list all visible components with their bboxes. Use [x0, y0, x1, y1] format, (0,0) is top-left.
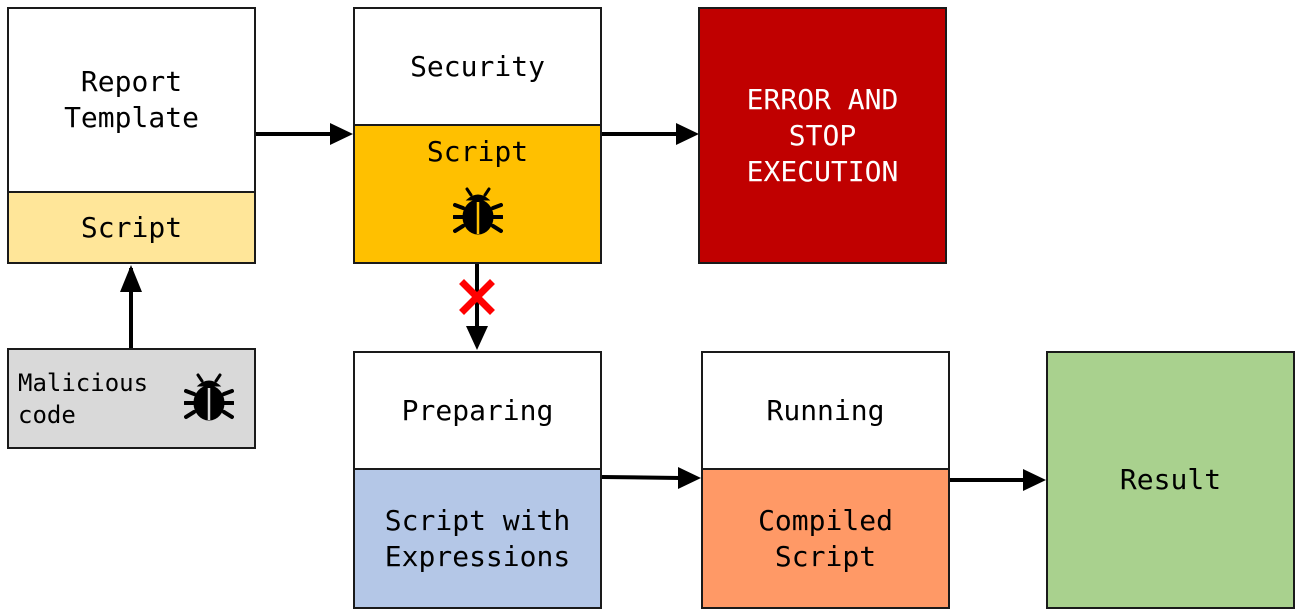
preparing-label: Preparing [401, 393, 554, 427]
running-label: Running [766, 393, 885, 427]
arrow-preparing-to-running [601, 475, 681, 480]
preparing-script-label: Script with Expressions [384, 503, 571, 573]
error-label: ERROR AND STOP EXECUTION [746, 82, 899, 188]
report-script-box: Script [7, 191, 256, 264]
malicious-code-label: Malicious code [18, 368, 149, 429]
report-template-box: Report Template [7, 7, 256, 193]
security-script-label: Script [426, 135, 529, 168]
security-label: Security [410, 50, 545, 83]
security-script-box: Script [353, 124, 602, 264]
report-template-label: Report Template [64, 65, 199, 134]
error-box: ERROR AND STOP EXECUTION [698, 7, 947, 264]
result-label: Result [1119, 463, 1222, 496]
running-script-label: Compiled Script [758, 503, 893, 573]
result-box: Result [1046, 351, 1295, 609]
security-box: Security [353, 7, 602, 126]
red-x-icon [459, 279, 495, 315]
running-script-box: Compiled Script [701, 468, 950, 609]
preparing-script-box: Script with Expressions [353, 468, 602, 609]
running-box: Running [701, 351, 950, 470]
bug-icon [184, 373, 234, 421]
preparing-box: Preparing [353, 351, 602, 470]
bug-icon [453, 187, 503, 235]
report-script-label: Script [80, 210, 183, 244]
